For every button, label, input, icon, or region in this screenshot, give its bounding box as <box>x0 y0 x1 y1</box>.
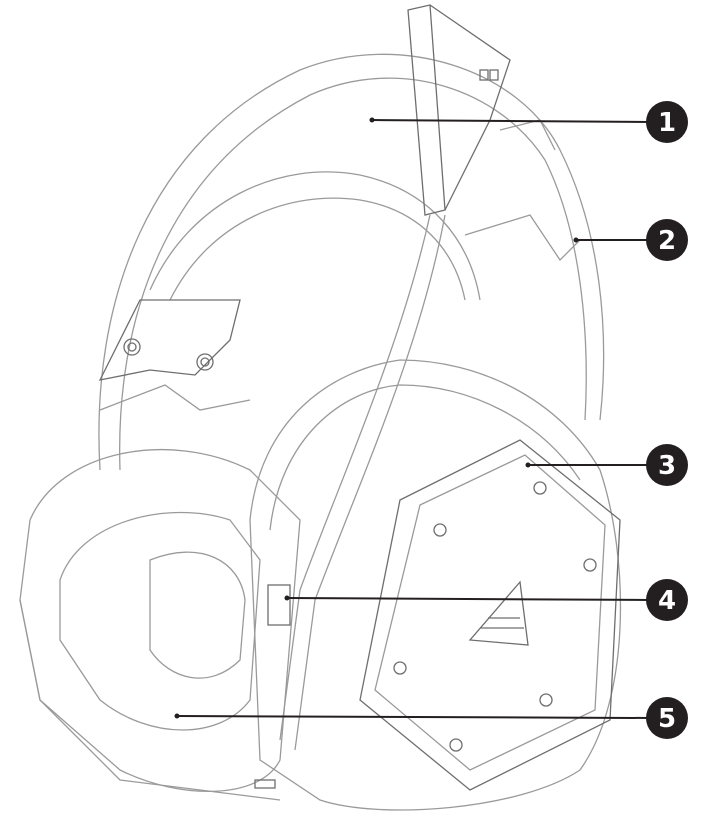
callout-4: 4 <box>284 579 688 621</box>
logo-icon <box>468 580 529 646</box>
callout-2: 2 <box>573 219 688 261</box>
callout-5: 5 <box>174 697 688 739</box>
headset-drawing <box>19 4 622 811</box>
screw-icon <box>123 338 141 356</box>
ear-cup-plate <box>359 439 621 791</box>
callout-number: 5 <box>658 704 676 734</box>
port <box>254 779 276 789</box>
callout-1: 1 <box>369 101 688 143</box>
callout-number: 4 <box>658 586 676 616</box>
mic-button <box>267 584 291 626</box>
mic-boom <box>407 4 446 216</box>
ear-cushion <box>19 448 301 792</box>
ear-cup <box>249 359 622 811</box>
callout-number: 2 <box>658 226 676 256</box>
headband-joint <box>98 299 241 381</box>
screw-icon <box>196 353 214 371</box>
headband <box>98 53 605 471</box>
callout-number: 1 <box>658 108 676 138</box>
callout-number: 3 <box>658 451 676 481</box>
callout-3: 3 <box>525 444 688 486</box>
